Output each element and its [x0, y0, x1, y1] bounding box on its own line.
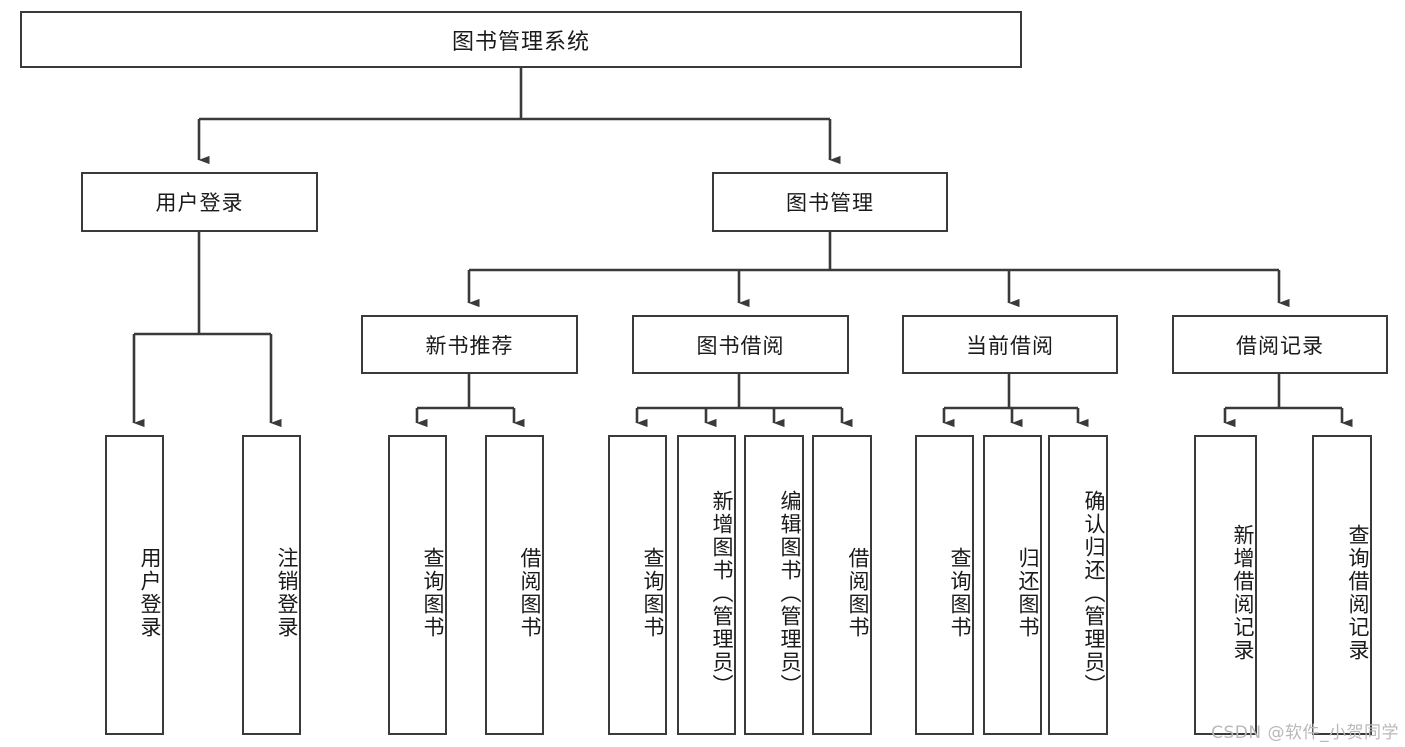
- node-level1-book-management[interactable]: 图书管理: [712, 172, 948, 232]
- node-leaf-logout[interactable]: 注销登录: [242, 435, 301, 735]
- node-level1-user-login[interactable]: 用户登录: [81, 172, 318, 232]
- node-leaf-edit-book-admin[interactable]: 编辑图书（管理员）: [744, 435, 804, 735]
- watermark: CSDN @软件_小贺同学: [1211, 723, 1399, 743]
- node-leaf-user-login[interactable]: 用户登录: [105, 435, 164, 735]
- node-leaf-add-borrow-record[interactable]: 新增借阅记录: [1194, 435, 1257, 735]
- node-leaf-query-borrow-record[interactable]: 查询借阅记录: [1312, 435, 1372, 735]
- node-root[interactable]: 图书管理系统: [20, 11, 1022, 68]
- node-leaf-query-book[interactable]: 查询图书: [608, 435, 667, 735]
- node-level2-new-book-recommend[interactable]: 新书推荐: [361, 315, 578, 374]
- node-level2-borrow-record[interactable]: 借阅记录: [1172, 315, 1388, 374]
- node-leaf-borrow-book-rec[interactable]: 借阅图书: [485, 435, 544, 735]
- node-leaf-borrow-book[interactable]: 借阅图书: [812, 435, 872, 735]
- node-level2-current-borrow[interactable]: 当前借阅: [902, 315, 1118, 374]
- node-leaf-query-book-rec[interactable]: 查询图书: [388, 435, 447, 735]
- node-leaf-add-book-admin[interactable]: 新增图书（管理员）: [677, 435, 736, 735]
- node-leaf-confirm-return-admin[interactable]: 确认归还（管理员）: [1048, 435, 1108, 735]
- node-leaf-query-book-current[interactable]: 查询图书: [915, 435, 974, 735]
- node-level2-book-borrow[interactable]: 图书借阅: [632, 315, 849, 374]
- node-leaf-return-book[interactable]: 归还图书: [983, 435, 1042, 735]
